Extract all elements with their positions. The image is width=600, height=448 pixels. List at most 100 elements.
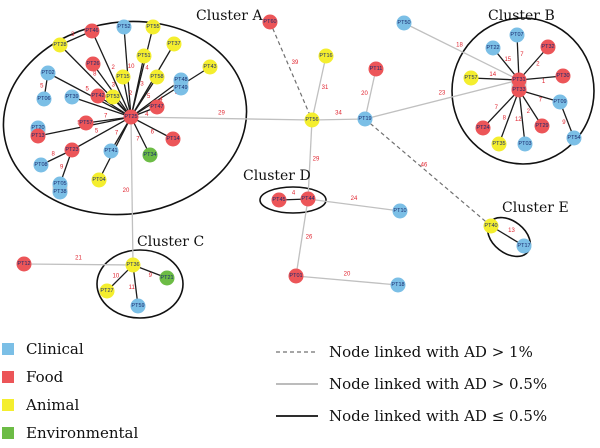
edge-pt01-pt18 xyxy=(295,275,399,286)
edge-pt56-pt44 xyxy=(307,119,313,200)
edge-pt33-pt03 xyxy=(518,89,526,145)
node-pt14[interactable]: PT14 xyxy=(165,131,181,147)
edge-label: 11 xyxy=(129,285,136,291)
edge-label: 4 xyxy=(145,112,149,118)
node-pt11[interactable]: PT11 xyxy=(368,61,384,77)
edge-label: 18 xyxy=(456,43,463,49)
node-pt27-label: PT27 xyxy=(100,288,113,294)
legend-label-edge-thick: Node linked with AD ≤ 0.5% xyxy=(329,407,547,425)
node-pt28[interactable]: PT28 xyxy=(52,37,68,53)
edge-pt25-pt56 xyxy=(130,116,313,121)
edge-label: 23 xyxy=(439,91,446,97)
node-pt43-circle xyxy=(202,59,218,75)
node-pt54-label: PT54 xyxy=(567,135,580,141)
node-pt17[interactable]: PT17 xyxy=(516,238,532,254)
node-pt35[interactable]: PT35 xyxy=(491,136,507,152)
legend-label-environmental: Environmental xyxy=(26,424,138,442)
edge-label: 2 xyxy=(536,61,540,67)
node-pt08-circle xyxy=(33,157,49,173)
cluster-b-outline xyxy=(451,17,595,165)
node-pt44-label: PT44 xyxy=(301,196,314,202)
node-pt29[interactable]: PT29 xyxy=(534,118,550,134)
node-pt07[interactable]: PT07 xyxy=(509,27,525,43)
edge-pt25-pt48 xyxy=(130,79,182,118)
node-pt40-circle xyxy=(483,218,499,234)
node-pt13[interactable]: PT13 xyxy=(30,128,46,144)
node-pt41[interactable]: PT41 xyxy=(103,143,119,159)
node-pt46-circle xyxy=(84,23,100,39)
node-pt56[interactable]: PT56 xyxy=(304,112,320,128)
node-pt25[interactable]: PT25 xyxy=(123,109,139,125)
node-pt45[interactable]: PT45 xyxy=(271,192,287,208)
node-pt47[interactable]: PT47 xyxy=(149,99,165,115)
node-pt03[interactable]: PT03 xyxy=(517,136,533,152)
node-pt11-circle xyxy=(368,61,384,77)
node-pt16[interactable]: PT16 xyxy=(318,48,334,64)
edge-label: 8 xyxy=(503,115,507,121)
node-pt60[interactable]: PT60 xyxy=(262,14,278,30)
node-pt10-circle xyxy=(392,203,408,219)
node-pt49-label: PT49 xyxy=(174,85,187,91)
node-pt59[interactable]: PT59 xyxy=(130,298,146,314)
node-pt14-label: PT14 xyxy=(166,136,179,142)
node-pt34[interactable]: PT34 xyxy=(142,147,158,163)
node-pt30[interactable]: PT30 xyxy=(555,68,571,84)
node-pt40[interactable]: PT40 xyxy=(483,218,499,234)
node-pt58[interactable]: PT58 xyxy=(149,69,165,85)
edge-pt44-pt01 xyxy=(295,198,309,277)
edge-label: 9 xyxy=(149,273,153,279)
node-pt50[interactable]: PT50 xyxy=(396,15,412,31)
node-pt57[interactable]: PT57 xyxy=(78,115,94,131)
edge-label: 4 xyxy=(145,65,149,71)
node-pt55[interactable]: PT55 xyxy=(145,19,161,35)
node-pt06[interactable]: PT06 xyxy=(36,91,52,107)
legend-swatch-animal xyxy=(2,399,14,411)
edge-label: 7 xyxy=(495,105,499,111)
node-pt18[interactable]: PT18 xyxy=(390,277,406,293)
node-pt42-label: PT42 xyxy=(91,93,104,99)
edge-pt19-pt40 xyxy=(364,118,492,227)
node-pt09[interactable]: PT09 xyxy=(552,94,568,110)
node-pt04[interactable]: PT04 xyxy=(91,172,107,188)
node-pt24[interactable]: PT24 xyxy=(475,120,491,136)
node-pt23[interactable]: PT23 xyxy=(64,142,80,158)
node-pt01[interactable]: PT01 xyxy=(288,268,304,284)
node-pt02[interactable]: PT02 xyxy=(40,65,56,81)
node-pt32[interactable]: PT32 xyxy=(540,39,556,55)
node-pt52[interactable]: PT52 xyxy=(116,19,132,35)
node-pt08[interactable]: PT08 xyxy=(33,157,49,173)
node-pt33[interactable]: PT33 xyxy=(511,82,527,98)
node-pt49[interactable]: PT49 xyxy=(173,80,189,96)
node-pt26-label: PT26 xyxy=(86,61,99,67)
node-pt38[interactable]: PT38 xyxy=(52,184,68,200)
node-pt24-label: PT24 xyxy=(476,125,489,131)
node-pt29-circle xyxy=(534,118,550,134)
node-pt15[interactable]: PT15 xyxy=(115,69,131,85)
node-pt42[interactable]: PT42 xyxy=(90,88,106,104)
node-pt39[interactable]: PT39 xyxy=(64,89,80,105)
node-pt21[interactable]: PT21 xyxy=(159,270,175,286)
node-pt46[interactable]: PT46 xyxy=(84,23,100,39)
edge-label: 4 xyxy=(292,191,296,197)
node-pt51[interactable]: PT51 xyxy=(136,48,152,64)
node-pt54[interactable]: PT54 xyxy=(566,130,582,146)
node-pt01-label: PT01 xyxy=(289,273,302,279)
edge-label: 8 xyxy=(93,72,97,78)
node-pt37[interactable]: PT37 xyxy=(166,36,182,52)
node-pt07-label: PT07 xyxy=(510,32,523,38)
node-pt04-label: PT04 xyxy=(92,177,105,183)
node-pt44[interactable]: PT44 xyxy=(300,191,316,207)
node-pt27[interactable]: PT27 xyxy=(99,283,115,299)
node-pt12[interactable]: PT12 xyxy=(16,256,32,272)
node-pt57b[interactable]: PT57 xyxy=(463,70,479,86)
node-pt43[interactable]: PT43 xyxy=(202,59,218,75)
node-pt36[interactable]: PT36 xyxy=(125,257,141,273)
edge-label: 21 xyxy=(75,256,82,262)
node-pt53[interactable]: PT53 xyxy=(105,89,121,105)
node-pt28-label: PT28 xyxy=(53,42,66,48)
node-pt26[interactable]: PT26 xyxy=(85,56,101,72)
node-pt45-label: PT45 xyxy=(272,197,285,203)
node-pt10[interactable]: PT10 xyxy=(392,203,408,219)
node-pt19[interactable]: PT19 xyxy=(357,111,373,127)
node-pt22[interactable]: PT22 xyxy=(485,40,501,56)
